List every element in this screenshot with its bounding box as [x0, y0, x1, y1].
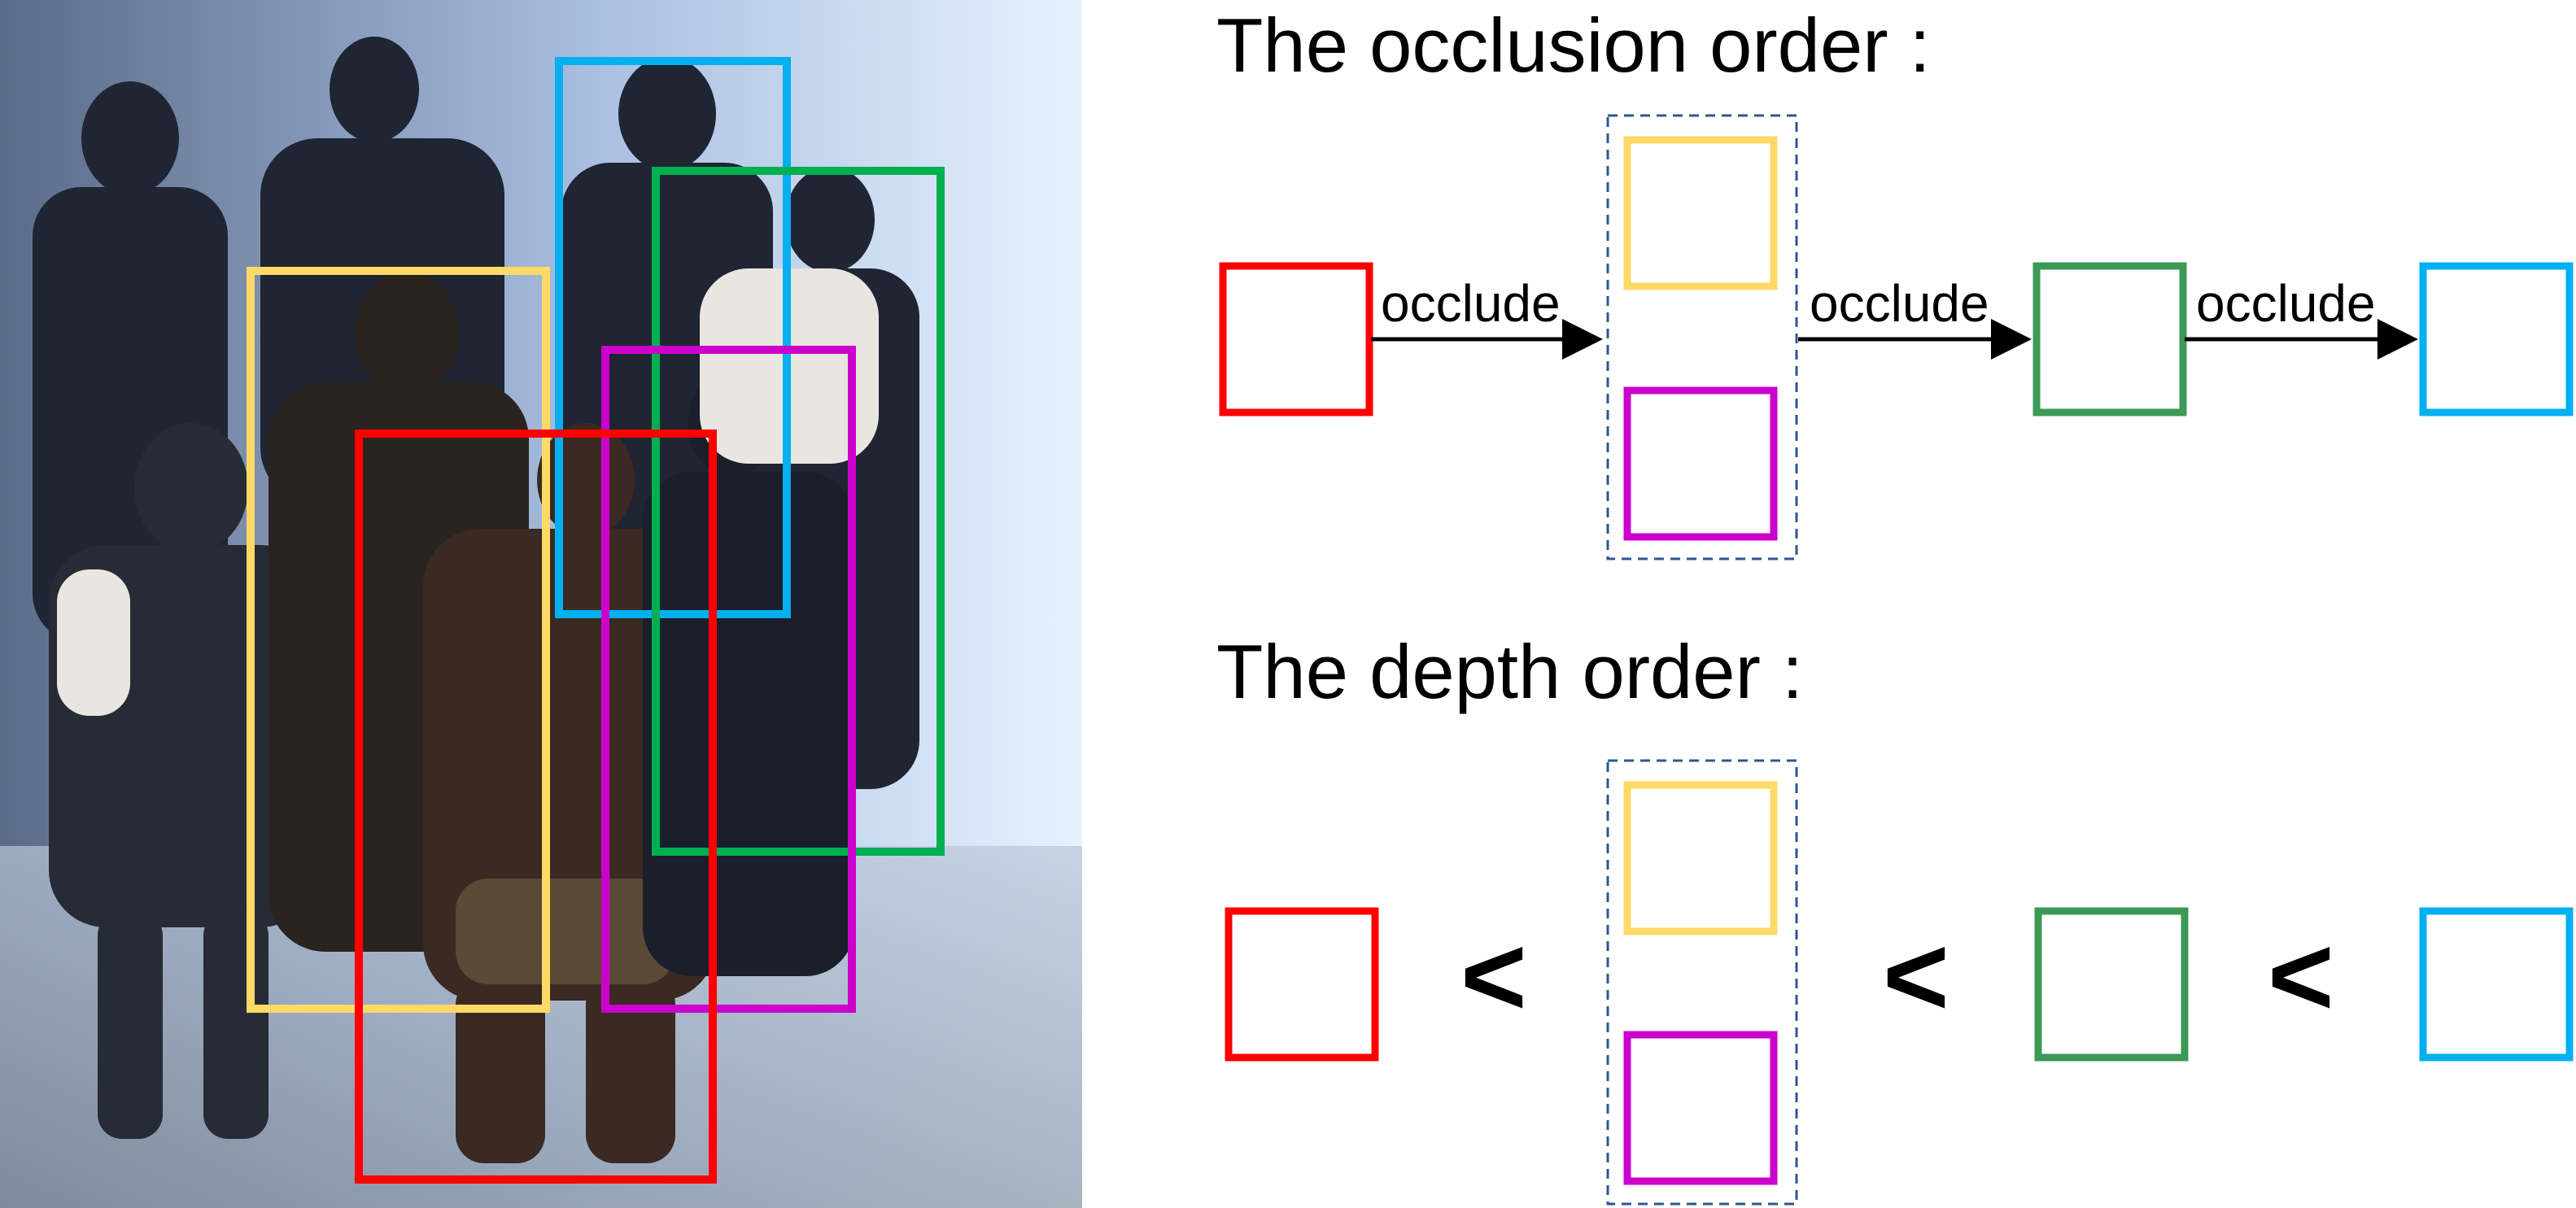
- occlusion-node-cyan: [2419, 262, 2574, 416]
- edge-label-2: occlude: [1810, 274, 1989, 333]
- depth-node-yellow: [1623, 781, 1778, 935]
- depth-title: The depth order :: [1216, 629, 1803, 714]
- yellow-box: [247, 267, 550, 1013]
- depth-node-green: [2034, 907, 2189, 1062]
- depth-node-red: [1225, 907, 1379, 1062]
- depth-group: [1606, 759, 1798, 1206]
- occlusion-node-yellow: [1623, 136, 1778, 290]
- edge-label-3: occlude: [2196, 274, 2376, 333]
- green-box: [652, 167, 945, 856]
- less-than-1: <: [1460, 912, 1527, 1040]
- cyan-box: [555, 57, 791, 618]
- occlusion-node-red: [1219, 262, 1373, 416]
- less-than-2: <: [1883, 912, 1949, 1040]
- bounding-boxes: [247, 57, 945, 1184]
- occlusion-title: The occlusion order :: [1216, 2, 1931, 88]
- occlusion-node-magenta: [1623, 386, 1778, 541]
- magenta-box: [601, 346, 856, 1013]
- occlusion-node-green: [2032, 262, 2187, 416]
- crowd-photo: [0, 0, 1082, 1208]
- less-than-3: <: [2268, 912, 2334, 1040]
- red-box: [355, 430, 717, 1184]
- depth-node-magenta: [1623, 1031, 1778, 1185]
- depth-node-cyan: [2419, 907, 2574, 1062]
- occlusion-group: [1606, 114, 1798, 560]
- edge-label-1: occlude: [1381, 274, 1561, 333]
